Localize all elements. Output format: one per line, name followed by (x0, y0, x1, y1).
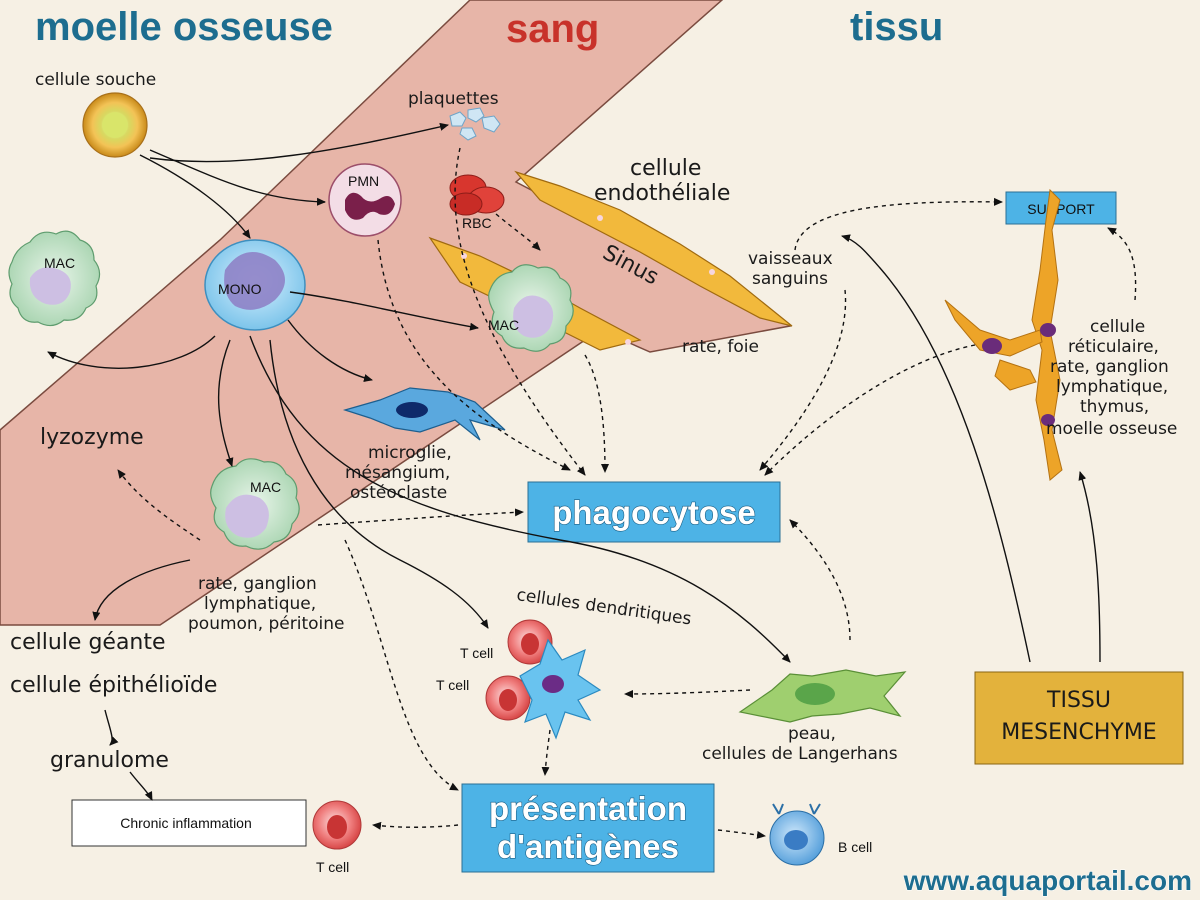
label-mac-left: MAC (44, 255, 75, 271)
label-mac-sites-2: lymphatique, (204, 594, 316, 614)
label-support: SUPPORT (1027, 201, 1095, 217)
label-vessels-1: vaisseaux (748, 249, 833, 269)
label-epithelioid: cellule épithélioïde (10, 673, 217, 698)
platelets-icon (449, 107, 501, 141)
red-blood-cell-icon (449, 174, 505, 216)
macrophage-icon (8, 230, 101, 327)
label-mesenchyme-2: MESENCHYME (1001, 720, 1156, 745)
label-mac-center: MAC (488, 317, 519, 333)
header-moelle-osseuse: moelle osseuse (35, 5, 333, 49)
label-reticular-5: thymus, (1080, 397, 1149, 417)
dashed-arrows (117, 147, 1137, 839)
macrophage-icon (210, 458, 300, 550)
label-dendritic: cellules dendritiques (515, 585, 692, 629)
t-cell-icon (507, 619, 553, 665)
label-microglia-3: ostéoclaste (350, 483, 447, 503)
support-box (1005, 191, 1117, 225)
reticular-cell-icon (944, 188, 1063, 481)
label-mac-sites-1: rate, ganglion (198, 574, 317, 594)
label-t-cell-3: T cell (316, 859, 349, 875)
header-tissu: tissu (850, 5, 943, 49)
label-antigen-1: présentation (489, 790, 687, 827)
label-mac-sites-3: poumon, péritoine (188, 614, 345, 634)
label-t-cell-2: T cell (436, 677, 469, 693)
label-reticular-1: cellule (1090, 317, 1145, 337)
label-granulome: granulome (50, 748, 169, 773)
label-reticular-2: réticulaire, (1068, 337, 1159, 357)
t-cell-icon (312, 800, 362, 850)
header-sang: sang (506, 7, 599, 51)
chronic-inflammation-box (71, 799, 307, 847)
label-rbc: RBC (462, 215, 492, 231)
mesenchyme-box (974, 671, 1184, 765)
monocyte-icon (204, 239, 306, 331)
pmn-cell-icon (328, 163, 402, 237)
t-cell-icon (485, 675, 531, 721)
label-rate-foie: rate, foie (682, 337, 759, 357)
label-mono: MONO (218, 281, 262, 297)
label-antigen-2: d'antigènes (497, 828, 679, 865)
macrophage-icon (488, 264, 574, 352)
solid-arrows (47, 122, 1101, 801)
label-vessels-2: sanguins (752, 269, 828, 289)
label-platelets: plaquettes (408, 89, 499, 109)
label-langerhans-2: cellules de Langerhans (702, 744, 898, 764)
label-t-cell-1: T cell (460, 645, 493, 661)
phagocytose-box (527, 481, 781, 543)
b-cell-icon (769, 803, 825, 866)
label-chronic: Chronic inflammation (120, 815, 252, 831)
label-endothelial-2: endothéliale (594, 181, 730, 206)
label-mesenchyme-1: TISSU (1046, 688, 1111, 713)
label-langerhans-1: peau, (788, 724, 836, 744)
label-pmn: PMN (348, 173, 379, 189)
label-phagocytose: phagocytose (552, 494, 756, 531)
label-reticular-4: lymphatique, (1056, 377, 1168, 397)
label-lyzozyme: lyzozyme (40, 425, 144, 450)
label-endothelial-1: cellule (630, 156, 701, 181)
label-mac-lower: MAC (250, 479, 281, 495)
label-stem-cell: cellule souche (35, 70, 156, 90)
langerhans-cell-icon (738, 669, 907, 723)
label-giant-cell: cellule géante (10, 630, 166, 655)
dendritic-cell-icon (519, 638, 602, 740)
label-microglia-2: mésangium, (345, 463, 450, 483)
label-microglia-1: microglie, (368, 443, 452, 463)
label-reticular-6: moelle osseuse (1046, 419, 1177, 439)
label-b-cell: B cell (838, 839, 872, 855)
antigen-presentation-box (461, 783, 715, 873)
stem-cell-icon (82, 92, 148, 158)
microglia-icon (342, 387, 506, 441)
label-reticular-3: rate, ganglion (1050, 357, 1169, 377)
label-website: www.aquaportail.com (903, 865, 1192, 896)
